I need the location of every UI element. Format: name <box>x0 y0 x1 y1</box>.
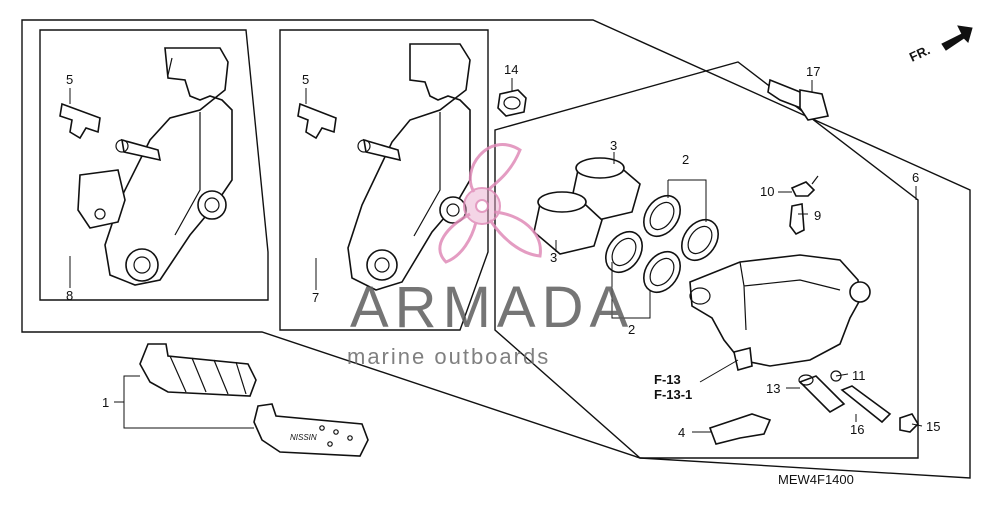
callout-2b: 2 <box>628 322 635 337</box>
callout-5a: 5 <box>66 72 73 87</box>
assembly-frame <box>21 19 971 479</box>
caliper-bracket-7 <box>347 43 471 291</box>
pin-16 <box>840 385 892 424</box>
watermark: ARMADA marine outboards <box>347 143 634 369</box>
callout-5b: 5 <box>302 72 309 87</box>
watermark-tagline: marine outboards <box>347 344 550 369</box>
callout-3b: 3 <box>550 250 557 265</box>
watermark-logo-icon <box>438 143 542 264</box>
pin-13 <box>798 374 846 413</box>
watermark-brand: ARMADA <box>350 275 634 340</box>
callout-8: 8 <box>66 288 73 303</box>
caliper-6-box <box>494 61 919 459</box>
pad-spring-clip-5b <box>297 102 337 140</box>
leader-lines <box>69 78 923 433</box>
seal-set-2 <box>605 194 719 294</box>
plug-15 <box>899 413 920 433</box>
callout-2a: 2 <box>682 152 689 167</box>
bolt-17 <box>767 78 829 121</box>
caliper-bracket-8 <box>77 47 233 286</box>
direction-arrow-icon <box>941 25 973 51</box>
diagram-code: MEW4F1400 <box>778 472 854 487</box>
direction-label: FR. <box>907 42 932 64</box>
bracket-7-box <box>279 29 489 331</box>
callout-11: 11 <box>852 368 866 383</box>
callout-10: 10 <box>760 184 774 199</box>
callout-7: 7 <box>312 290 319 305</box>
pad-retainer-4 <box>708 413 772 445</box>
bleed-valve-9 <box>789 203 805 236</box>
callout-9: 9 <box>814 208 821 223</box>
pad-brand-mark: NISSIN <box>290 433 317 442</box>
pad-spring-clip-5a <box>59 102 101 140</box>
bracket-8-box <box>39 29 269 301</box>
nut-14 <box>497 89 527 117</box>
brake-pad-lower: NISSIN <box>253 403 369 457</box>
front-direction-indicator: FR. <box>907 25 973 65</box>
callout-3a: 3 <box>610 138 617 153</box>
callout-17: 17 <box>806 64 820 79</box>
caliper-body-6 <box>689 254 871 372</box>
callout-13: 13 <box>766 381 780 396</box>
callout-16: 16 <box>850 422 864 437</box>
ref-f13-1: F-13-1 <box>654 387 692 402</box>
callout-14: 14 <box>504 62 518 77</box>
bleed-cap-10 <box>790 175 819 197</box>
clip-11 <box>830 370 842 382</box>
callout-15: 15 <box>926 419 940 434</box>
callout-1: 1 <box>102 395 109 410</box>
brake-pad-upper <box>139 343 257 397</box>
callout-6: 6 <box>912 170 919 185</box>
ref-f13: F-13 <box>654 372 681 387</box>
callout-4: 4 <box>678 425 685 440</box>
